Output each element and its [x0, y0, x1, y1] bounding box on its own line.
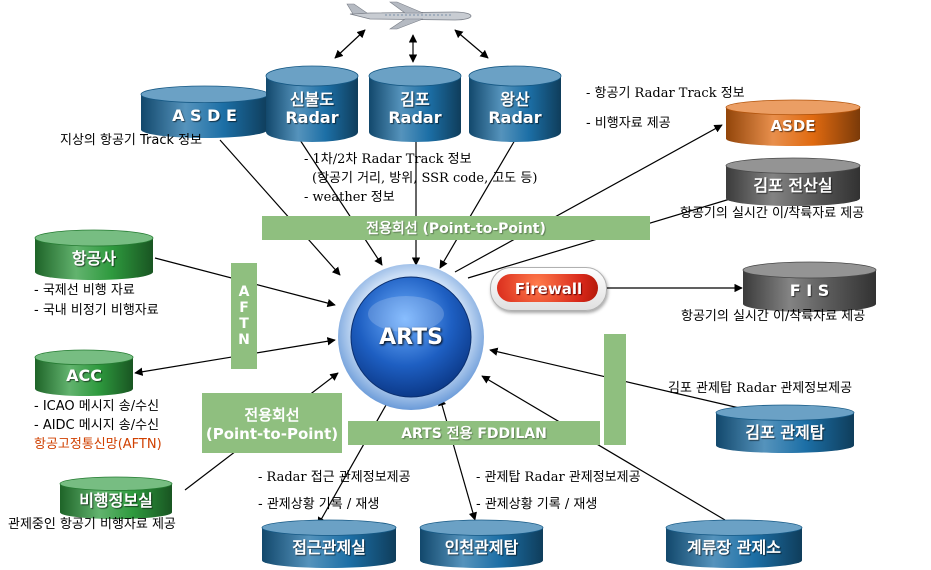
arts-core[interactable]: ARTS [336, 262, 486, 412]
cylinder-incheon-tower[interactable]: 인천관제탑 [419, 519, 544, 568]
label-dom-flight: - 국내 비정기 비행자료 [34, 303, 159, 318]
aftn-bar: A F T N [231, 263, 257, 369]
label-icao: - ICAO 메시지 송/수신 [34, 399, 160, 414]
cylinder-sinbuldo-radar[interactable]: 신불도 Radar [265, 65, 359, 142]
label-tower-info: - 관제탑 Radar 관제정보제공 [476, 470, 641, 485]
label-ground-track: 지상의 항공기 Track 정보 [60, 133, 203, 148]
dedicated-line-box-line2: (Point-to-Point) [205, 424, 339, 443]
asde-left-label: A S D E [172, 105, 237, 125]
aftn-letter: T [239, 316, 249, 332]
gimpo-tower-label: 김포 관제탑 [745, 422, 825, 442]
airplane-icon [346, 1, 472, 30]
label-approach-info: - Radar 접근 관제정보제공 [258, 470, 411, 485]
label-flight-data: - 비행자료 제공 [586, 116, 671, 131]
cylinder-flight-info-room[interactable]: 비행정보실 [59, 476, 173, 519]
gimpo-computer-label: 김포 전산실 [753, 175, 833, 195]
cylinder-fis[interactable]: F I S [742, 261, 877, 312]
cylinder-wangsan-radar[interactable]: 왕산 Radar [468, 65, 562, 142]
aftn-letter: N [238, 332, 250, 348]
label-realtime-1: 항공기의 실시간 이/착륙자료 제공 [680, 206, 865, 221]
label-flight-info-provide: 관제중인 항공기 비행자료 제공 [8, 517, 176, 532]
cylinder-asde-left[interactable]: A S D E [140, 85, 269, 138]
fddi-vertical-bar [604, 334, 626, 445]
arts-label: ARTS [379, 324, 443, 350]
firewall-label: Firewall [514, 280, 583, 298]
label-asde-track: - 항공기 Radar Track 정보 [586, 86, 745, 101]
cylinder-asde-right[interactable]: ASDE [725, 99, 861, 146]
cylinder-airline[interactable]: 항공사 [34, 229, 154, 280]
label-weather: - weather 정보 [304, 190, 395, 205]
firewall-node[interactable]: Firewall [490, 267, 607, 311]
dedicated-line-box-line1: 전용회선 [244, 405, 300, 424]
cylinder-gimpo-computer-room[interactable]: 김포 전산실 [725, 157, 861, 206]
approach-label: 접근관제실 [292, 537, 366, 557]
gimpo-radar-label: 김포 Radar [388, 89, 442, 127]
aftn-letter: F [239, 300, 249, 316]
cylinder-apron-control[interactable]: 계류장 관제소 [665, 519, 803, 568]
label-gimpo-tower-info: 김포 관제탑 Radar 관제정보제공 [668, 381, 853, 396]
apron-label: 계류장 관제소 [687, 537, 781, 557]
acc-label: ACC [66, 366, 102, 386]
cylinder-approach-control[interactable]: 접근관제실 [261, 519, 397, 568]
incheon-label: 인천관제탑 [444, 537, 519, 557]
airline-label: 항공사 [71, 248, 117, 268]
label-radar-track-2: (항공기 거리, 방위, SSR code, 고도 등) [312, 171, 538, 186]
label-approach-record: - 관제상황 기록 / 재생 [258, 497, 380, 512]
label-aftn-net: 항공고정통신망(AFTN) [34, 437, 162, 452]
fddi-lan-bar: ARTS 전용 FDDILAN [348, 421, 600, 445]
cylinder-gimpo-tower[interactable]: 김포 관제탑 [715, 404, 855, 453]
sinbuldo-label: 신불도 Radar [285, 89, 339, 127]
asde-right-label: ASDE [770, 117, 816, 136]
dedicated-line-top-bar: 전용회선 (Point-to-Point) [262, 216, 650, 240]
label-tower-record: - 관제상황 기록 / 재생 [476, 497, 598, 512]
fis-label: F I S [789, 280, 830, 300]
wangsan-label: 왕산 Radar [488, 89, 542, 127]
label-aidc: - AIDC 메시지 송/수신 [34, 418, 160, 433]
cylinder-acc[interactable]: ACC [34, 349, 134, 396]
aftn-letter: A [238, 284, 250, 300]
label-radar-track-1: - 1차/2차 Radar Track 정보 [304, 152, 472, 167]
flight-info-label: 비행정보실 [79, 491, 153, 511]
label-realtime-2: 항공기의 실시간 이/착륙자료 제공 [681, 309, 866, 324]
label-intl-flight: - 국제선 비행 자료 [34, 283, 135, 298]
dedicated-line-box: 전용회선 (Point-to-Point) [202, 393, 342, 453]
cylinder-gimpo-radar[interactable]: 김포 Radar [368, 65, 462, 142]
